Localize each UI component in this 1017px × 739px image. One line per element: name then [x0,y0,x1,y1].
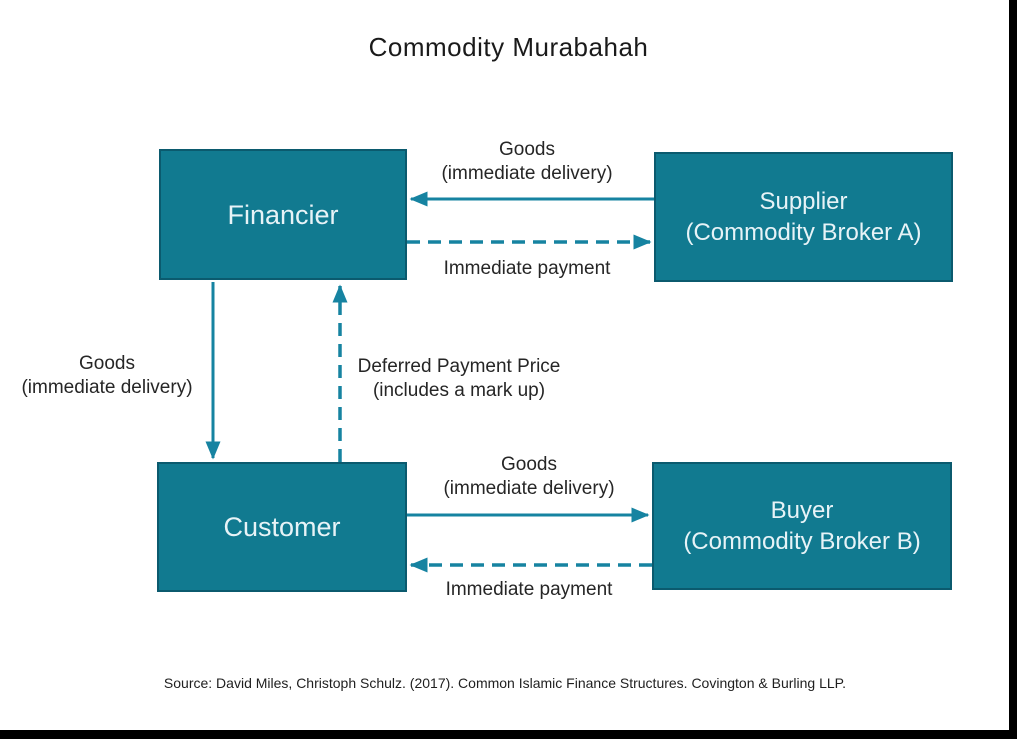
label-goods-financier-customer: Goods (immediate delivery) [21,353,193,398]
financier-label: Financier [227,199,339,230]
source-citation: Source: David Miles, Christoph Schulz. (… [163,675,847,691]
supplier-label: Supplier [759,188,848,215]
page-title: Commodity Murabahah [368,32,649,62]
label-immediate-payment-top: Immediate payment [443,258,611,279]
frame-bottom-edge [0,730,1017,739]
customer-label: Customer [223,512,341,542]
buyer-sublabel: (Commodity Broker B) [683,528,921,555]
supplier-box: Supplier (Commodity Broker A) [654,152,953,282]
label-deferred-payment-price: Deferred Payment Price (includes a mark … [357,356,561,401]
buyer-box: Buyer (Commodity Broker B) [652,462,952,590]
financier-box: Financier [159,149,407,280]
label-goods-supplier-financier: Goods (immediate delivery) [441,139,613,184]
label-goods-customer-buyer: Goods (immediate delivery) [443,454,615,499]
supplier-sublabel: (Commodity Broker A) [685,219,922,246]
buyer-label: Buyer [770,497,834,524]
customer-box: Customer [157,462,407,592]
label-immediate-payment-bottom: Immediate payment [445,579,613,600]
frame-right-edge [1009,0,1017,739]
